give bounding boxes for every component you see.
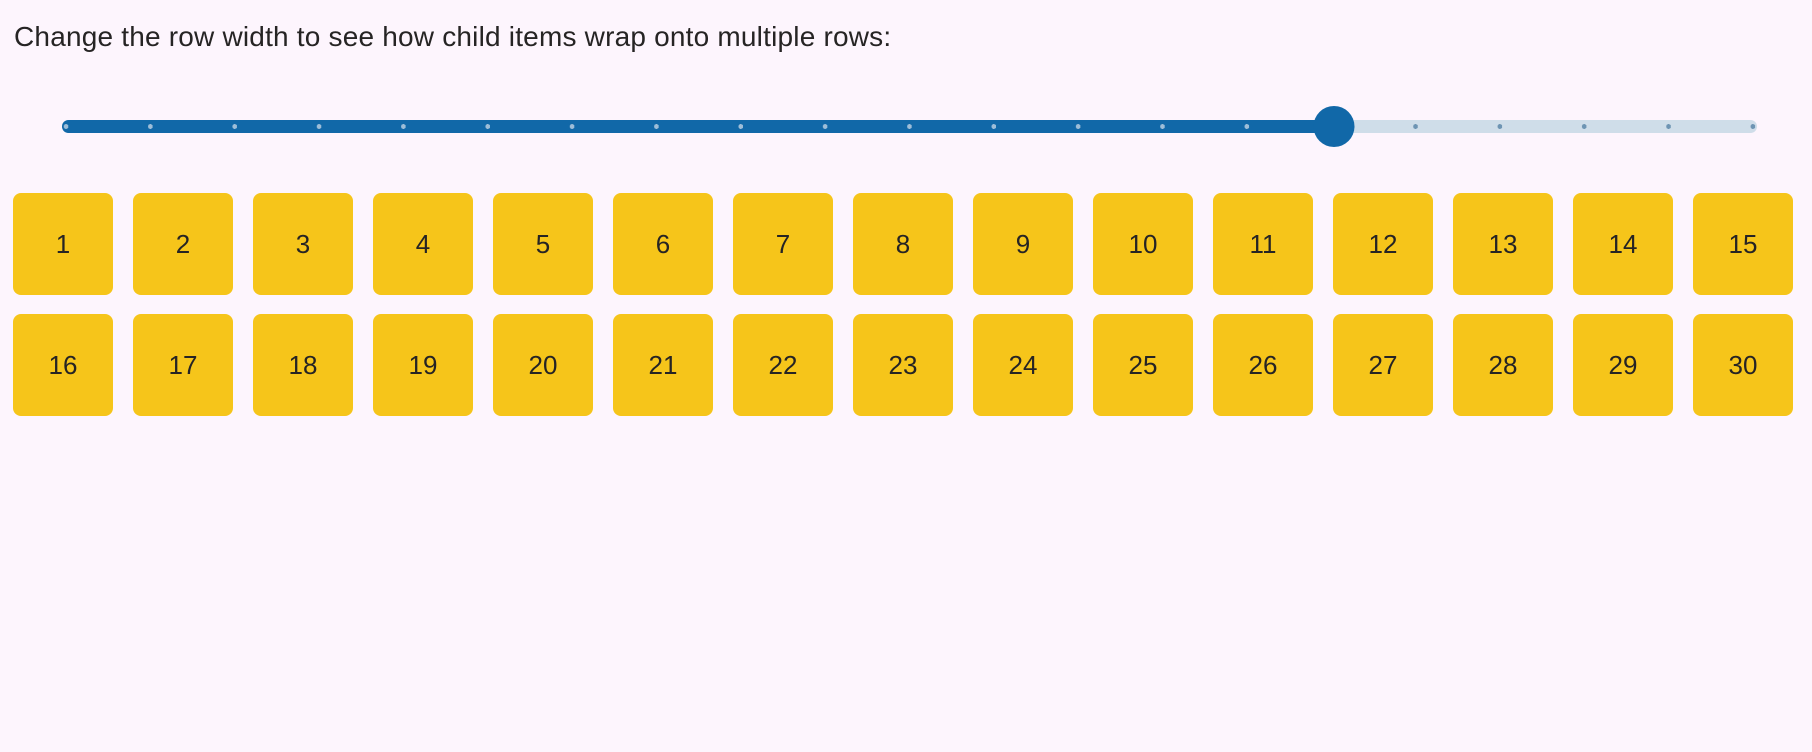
grid-item: 1	[13, 193, 113, 295]
grid-item: 2	[133, 193, 233, 295]
grid-item: 29	[1573, 314, 1673, 416]
grid-item: 18	[253, 314, 353, 416]
grid-item: 24	[973, 314, 1073, 416]
grid-item: 10	[1093, 193, 1193, 295]
grid-item: 15	[1693, 193, 1793, 295]
grid-item: 30	[1693, 314, 1793, 416]
grid-item: 25	[1093, 314, 1193, 416]
grid-item: 4	[373, 193, 473, 295]
grid-item: 12	[1333, 193, 1433, 295]
slider-track[interactable]	[62, 119, 1757, 133]
grid-item: 21	[613, 314, 713, 416]
grid-item: 20	[493, 314, 593, 416]
grid-item: 13	[1453, 193, 1553, 295]
grid-item: 23	[853, 314, 953, 416]
grid-item: 27	[1333, 314, 1433, 416]
grid-item: 6	[613, 193, 713, 295]
grid-item: 26	[1213, 314, 1313, 416]
grid-item: 17	[133, 314, 233, 416]
slider-thumb[interactable]	[1313, 105, 1355, 147]
grid-item: 8	[853, 193, 953, 295]
grid-item: 14	[1573, 193, 1673, 295]
grid-item: 9	[973, 193, 1073, 295]
grid-item: 16	[13, 314, 113, 416]
grid-item: 7	[733, 193, 833, 295]
page-title: Change the row width to see how child it…	[14, 21, 892, 52]
grid-item: 22	[733, 314, 833, 416]
grid-item: 3	[253, 193, 353, 295]
grid-item: 5	[493, 193, 593, 295]
grid-item: 28	[1453, 314, 1553, 416]
row-width-slider[interactable]	[62, 96, 1757, 156]
grid-item: 19	[373, 314, 473, 416]
slider-fill	[62, 119, 1334, 133]
grid-item: 11	[1213, 193, 1313, 295]
